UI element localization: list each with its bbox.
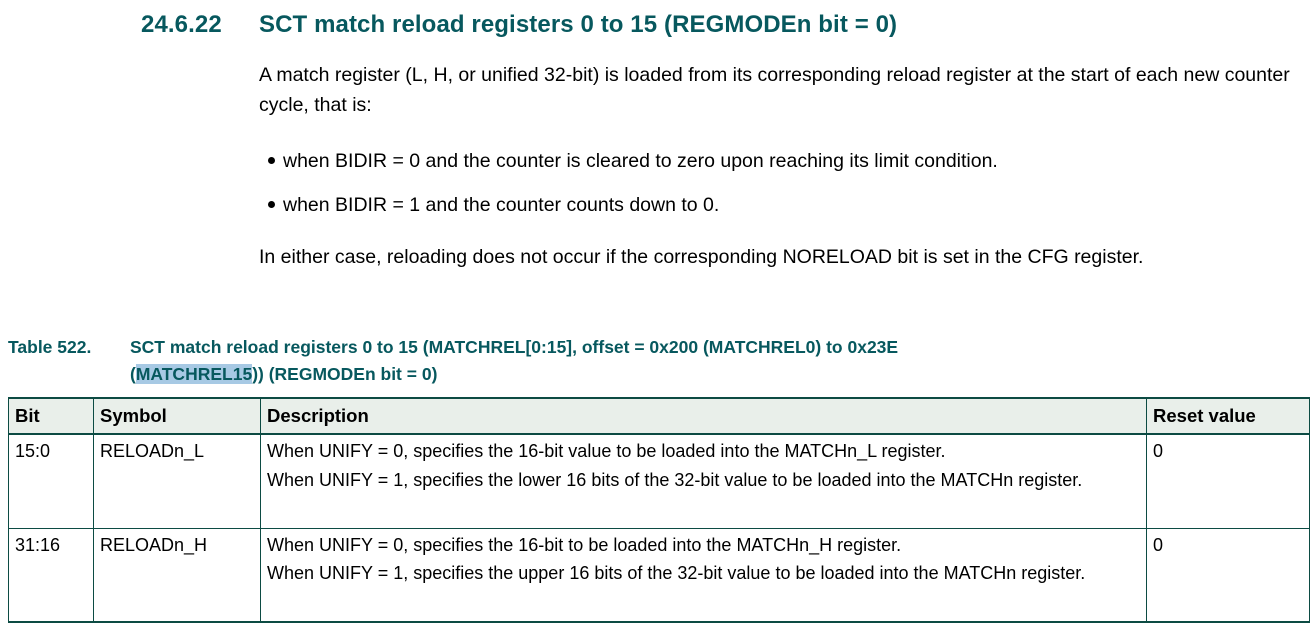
table-caption-line2: (MATCHREL15)) (REGMODEn bit = 0) (130, 361, 1300, 388)
noreload-paragraph: In either case, reloading does not occur… (259, 246, 1144, 268)
caption-search-highlight: MATCHREL15 (135, 364, 253, 384)
cell-symbol: RELOADn_H (93, 527, 261, 623)
intro-paragraph: A match register (L, H, or unified 32-bi… (259, 64, 1290, 116)
table-row: 31:16 RELOADn_H When UNIFY = 0, specifie… (8, 527, 1310, 623)
caption-line2-rest: )) (REGMODEn bit = 0) (252, 364, 438, 384)
register-bit-table: Bit Symbol Description Reset value 15:0 … (8, 397, 1310, 623)
column-header-description: Description (260, 397, 1147, 435)
bullet-item-bidir-1: when BIDIR = 1 and the counter counts do… (259, 190, 1299, 220)
caption-open-paren: ( (130, 364, 136, 384)
column-header-reset-value: Reset value (1146, 397, 1310, 435)
table-caption-text: SCT match reload registers 0 to 15 (MATC… (130, 334, 1300, 388)
description-line: When UNIFY = 1, specifies the lower 16 b… (267, 469, 1083, 490)
table-caption-label: Table 522. (8, 337, 92, 357)
condition-bullet-list: when BIDIR = 0 and the counter is cleare… (259, 146, 1299, 234)
cell-symbol: RELOADn_L (93, 433, 261, 529)
bullet-item-bidir-0: when BIDIR = 0 and the counter is cleare… (259, 146, 1299, 176)
cell-reset-value: 0 (1146, 527, 1310, 623)
column-header-bit: Bit (8, 397, 94, 435)
section-title: SCT match reload registers 0 to 15 (REGM… (259, 11, 898, 38)
cell-reset-value: 0 (1146, 433, 1310, 529)
table-caption-line1: SCT match reload registers 0 to 15 (MATC… (130, 337, 899, 357)
cell-description: When UNIFY = 0, specifies the 16-bit to … (260, 527, 1147, 623)
section-number: 24.6.22 (141, 11, 222, 38)
section-heading: 24.6.22 SCT match reload registers 0 to … (141, 11, 897, 39)
table-header-row: Bit Symbol Description Reset value (8, 397, 1310, 435)
description-line: When UNIFY = 1, specifies the upper 16 b… (267, 563, 1086, 583)
description-line: When UNIFY = 0, specifies the 16-bit val… (267, 441, 946, 461)
table-caption: Table 522. SCT match reload registers 0 … (8, 334, 1300, 388)
description-line: When UNIFY = 0, specifies the 16-bit to … (267, 534, 902, 555)
cell-bit: 31:16 (8, 527, 94, 623)
column-header-symbol: Symbol (93, 397, 261, 435)
cell-bit: 15:0 (8, 433, 94, 529)
table-row: 15:0 RELOADn_L When UNIFY = 0, specifies… (8, 433, 1310, 529)
cell-description: When UNIFY = 0, specifies the 16-bit val… (260, 433, 1147, 529)
